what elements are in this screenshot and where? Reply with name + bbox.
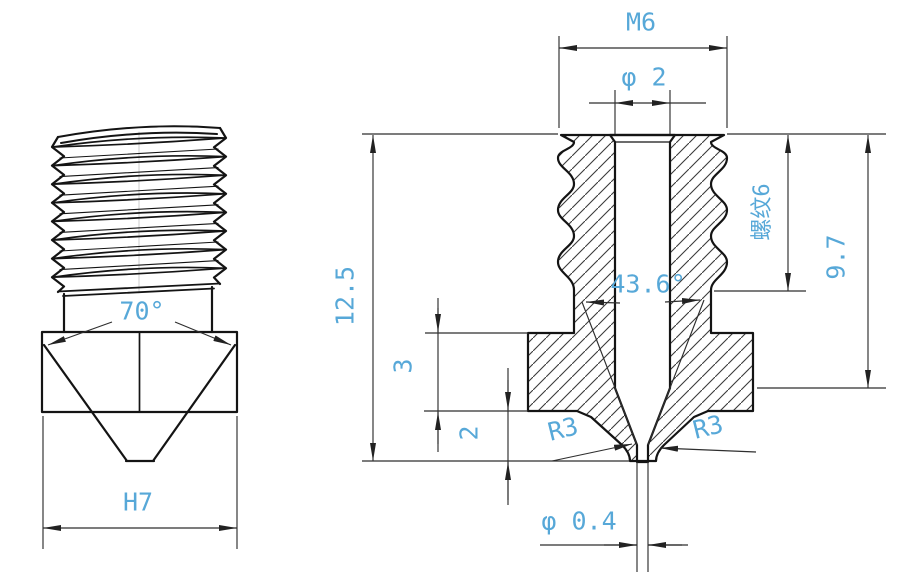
- thread-ridge-line: [59, 222, 219, 233]
- dim-label-h7: H7: [122, 487, 154, 517]
- dim-label-m6: M6: [625, 7, 657, 37]
- section-hatch-fill: [528, 135, 753, 462]
- dim-cone-angle-sides: [581, 299, 705, 446]
- dim-70-left-leader: [47, 321, 113, 346]
- dimension-lines: [42, 36, 886, 572]
- dim-r3-right-leader: [659, 445, 757, 453]
- thread-ridge-line: [59, 260, 219, 271]
- dim-label-phi2: φ 2: [621, 62, 667, 92]
- left-view-neck: [62, 285, 214, 334]
- dim-70-right-leader: [174, 321, 232, 346]
- dim-m6-extensions: [558, 36, 728, 128]
- left-view-cone: [42, 343, 237, 463]
- thread-ridge-line: [50, 135, 66, 294]
- left-view-threads: [50, 126, 228, 294]
- dim-h7-extensions: [42, 416, 238, 549]
- left-view-hex-body: [40, 330, 239, 414]
- thread-ridge-line: [59, 241, 219, 252]
- dim-label-97: 9.7: [821, 234, 851, 280]
- dim-label-r3-left: R3: [544, 411, 582, 447]
- dim-label-cone-angle: 43.6°: [610, 269, 686, 299]
- dim-phi04-extensions: [636, 462, 649, 572]
- dim-label-thread-note: 螺纹6: [750, 183, 775, 241]
- dim-label-2: 2: [454, 425, 484, 441]
- section-outer-profile: [526, 133, 755, 463]
- dim-label-r3-right: R3: [689, 409, 727, 445]
- left-view-external: [40, 125, 239, 463]
- dim-r3-left-leader: [551, 443, 633, 462]
- dim-label-3: 3: [388, 358, 418, 374]
- dim-phi2-extensions: [614, 90, 671, 134]
- thread-ridge-line: [59, 204, 219, 215]
- dim-label-125: 12.5: [330, 265, 360, 327]
- thread-ridge-line: [59, 185, 219, 196]
- dim-label-phi04: φ 0.4: [541, 506, 617, 536]
- thread-ridge-line: [59, 148, 219, 159]
- thread-ridge-line: [212, 126, 228, 286]
- section-view: [526, 133, 755, 464]
- dim-label-70: 70°: [119, 296, 165, 326]
- thread-ridge-line: [59, 167, 219, 178]
